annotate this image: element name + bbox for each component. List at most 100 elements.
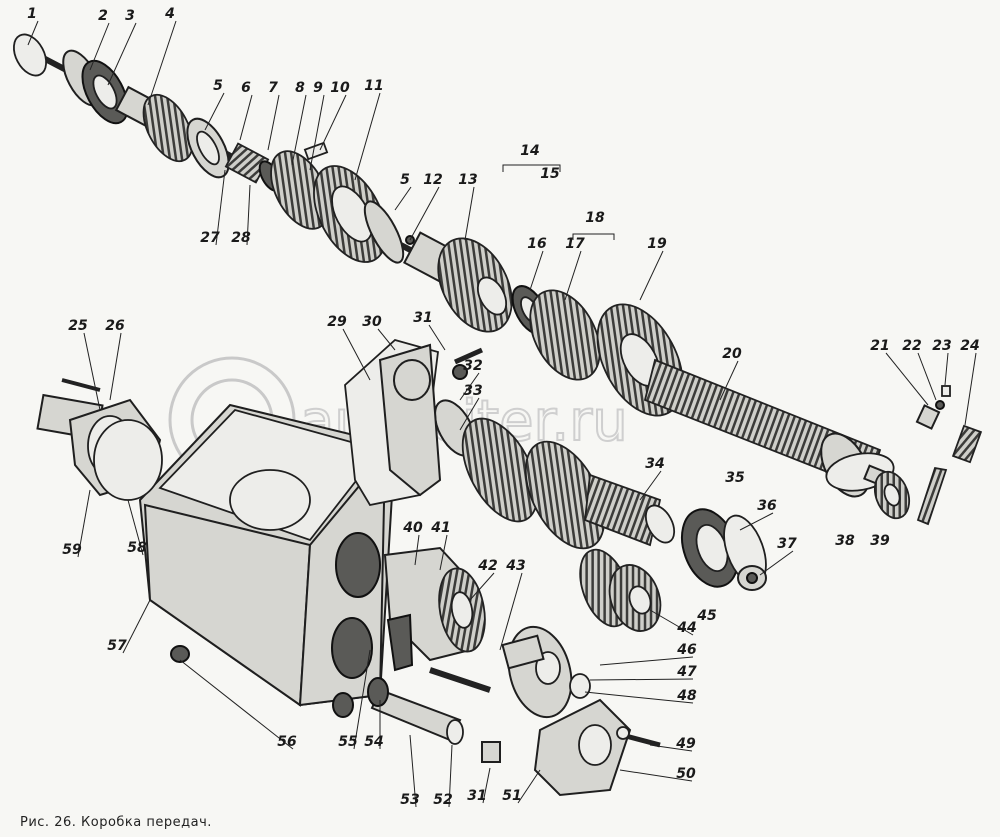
callout-leader-17 — [564, 250, 582, 301]
callout-leader-13 — [464, 186, 475, 241]
callout-label-51: 51 — [502, 788, 521, 804]
callout-label-55: 55 — [338, 734, 358, 750]
callout-label-52: 52 — [433, 792, 452, 808]
callout-leader-49 — [649, 744, 693, 752]
callout-label-8: 8 — [295, 80, 305, 96]
callout-label-46: 46 — [676, 642, 697, 658]
gearbox-housing — [138, 403, 397, 718]
callout-label-31: 31 — [413, 310, 432, 326]
callout-leader-50 — [619, 769, 693, 782]
callout-leader-29 — [342, 328, 371, 381]
callout-label-21: 21 — [870, 338, 889, 354]
reverse-shaft-and-fasteners — [367, 677, 661, 797]
reverse-gear-block — [434, 399, 676, 550]
callout-label-11: 11 — [364, 78, 383, 94]
callout-leader-4 — [147, 20, 177, 106]
callout-leader-44 — [649, 609, 694, 636]
callout-label-58: 58 — [127, 540, 147, 556]
callout-label-59: 59 — [62, 542, 82, 558]
callout-label-4: 4 — [164, 6, 175, 22]
output-flange — [501, 625, 591, 719]
callout-label-3: 3 — [125, 8, 135, 24]
callout-leader-7 — [267, 94, 280, 151]
rear-extension-housing — [383, 546, 491, 693]
callout-label-33: 33 — [463, 383, 482, 399]
callout-leader-40 — [414, 534, 420, 566]
callout-leader-30 — [377, 328, 396, 351]
callout-leader-16 — [529, 250, 544, 291]
callout-label-16: 16 — [527, 236, 547, 252]
callout-label-14: 14 — [520, 143, 539, 159]
callout-leader-31 — [428, 324, 446, 351]
rear-bearing-set — [680, 508, 767, 591]
callout-leader-58 — [127, 499, 144, 556]
callout-leader-43 — [499, 572, 523, 651]
callout-leader-55 — [353, 649, 371, 750]
callout-label-19: 19 — [647, 236, 667, 252]
reverse-idler-gear — [579, 548, 662, 632]
callout-leader-28 — [246, 184, 251, 246]
callout-label-12: 12 — [423, 172, 442, 188]
callout-label-40: 40 — [402, 520, 423, 536]
callout-leader-26 — [109, 332, 122, 401]
callout-label-27: 27 — [200, 230, 220, 246]
callout-label-37: 37 — [777, 536, 797, 552]
callout-label-57: 57 — [107, 638, 127, 654]
secondary-shaft — [643, 358, 895, 498]
callout-leader-51 — [517, 769, 541, 804]
callout-label-42: 42 — [477, 558, 497, 574]
callout-label-24: 24 — [960, 338, 979, 354]
callout-leader-22 — [917, 352, 937, 401]
callout-label-2: 2 — [98, 8, 108, 24]
callout-label-26: 26 — [105, 318, 125, 334]
callout-label-17: 17 — [565, 236, 585, 252]
callout-leader-21 — [885, 352, 929, 406]
callout-label-13: 13 — [458, 172, 477, 188]
callout-leader-53 — [409, 734, 417, 808]
callout-leader-9 — [309, 94, 325, 171]
callout-leader-5 — [394, 186, 412, 211]
callout-leader-25 — [83, 332, 101, 411]
callout-leader-3 — [107, 22, 137, 86]
front-flange-and-gasket — [36, 378, 163, 501]
callout-leader-23 — [944, 352, 949, 386]
callout-label-30: 30 — [362, 314, 382, 330]
callout-label-56: 56 — [277, 734, 297, 750]
callout-label-1: 1 — [27, 6, 37, 22]
callout-label-53: 53 — [400, 792, 419, 808]
callout-leader-37 — [759, 550, 794, 576]
callout-leader-24 — [964, 352, 977, 426]
callout-label-44: 44 — [676, 620, 696, 636]
callout-leader-8 — [291, 94, 307, 166]
callout-leader-19 — [639, 250, 664, 301]
callout-label-31: 31 — [467, 788, 486, 804]
callout-leader-1 — [27, 20, 39, 46]
callout-leader-48 — [584, 691, 694, 704]
callout-label-25: 25 — [68, 318, 88, 334]
callout-label-9: 9 — [313, 80, 323, 96]
callout-leader-12 — [409, 186, 440, 241]
callout-label-23: 23 — [932, 338, 951, 354]
callout-label-22: 22 — [902, 338, 921, 354]
callout-label-45: 45 — [696, 608, 717, 624]
callout-leader-10 — [319, 94, 347, 151]
callout-leader-31 — [482, 767, 491, 804]
figure-caption: Рис. 26. Коробка передач. — [20, 815, 212, 830]
callout-label-20: 20 — [722, 346, 742, 362]
callout-label-15: 15 — [540, 166, 560, 182]
callout-label-48: 48 — [676, 688, 697, 704]
callout-leader-34 — [639, 470, 662, 501]
callout-leader-52 — [448, 744, 453, 808]
side-cover-and-gasket — [344, 339, 484, 507]
callout-label-7: 7 — [268, 80, 278, 96]
primary-shaft-assembly — [12, 33, 513, 333]
callout-label-10: 10 — [330, 80, 350, 96]
callout-leader-2 — [89, 22, 110, 71]
callout-leader-41 — [439, 534, 448, 571]
callout-leader-11 — [354, 92, 381, 181]
callout-label-54: 54 — [364, 734, 383, 750]
callout-leader-20 — [719, 360, 739, 401]
countershaft-gear-cluster — [511, 285, 684, 417]
